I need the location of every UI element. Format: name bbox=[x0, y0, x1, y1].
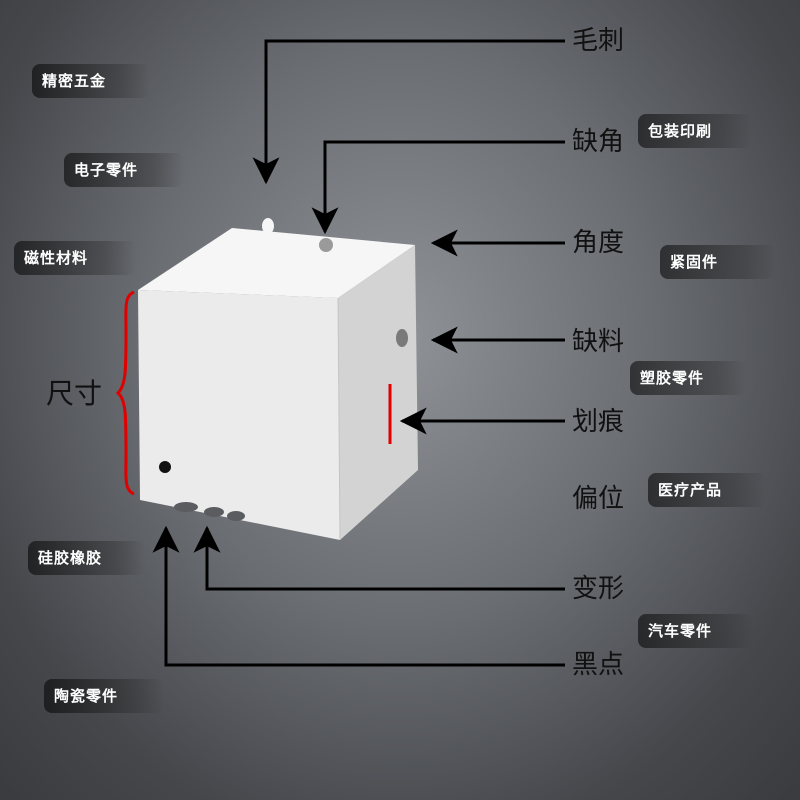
defect-label-angle: 角度 bbox=[572, 228, 625, 258]
cube-top-face bbox=[138, 228, 415, 298]
tag-medical-products: 医疗产品 bbox=[648, 473, 766, 507]
missing-material-hole bbox=[396, 329, 408, 347]
tag-silicone-rubber: 硅胶橡胶 bbox=[28, 541, 146, 575]
deformation-bump bbox=[204, 507, 224, 517]
tag-plastic-parts: 塑胶零件 bbox=[630, 361, 746, 395]
tag-precision-hardware: 精密五金 bbox=[32, 64, 150, 98]
defect-label-notch: 缺角 bbox=[572, 127, 625, 157]
defect-label-offset: 偏位 bbox=[572, 484, 625, 514]
tag-electronic-parts: 电子零件 bbox=[64, 153, 184, 187]
tag-ceramic-parts: 陶瓷零件 bbox=[44, 679, 164, 713]
tag-magnetic-materials: 磁性材料 bbox=[14, 241, 136, 275]
black-spot-callout-line bbox=[152, 525, 565, 667]
tag-fasteners: 紧固件 bbox=[660, 245, 776, 279]
defect-label-scratch: 划痕 bbox=[572, 407, 625, 437]
deformation-callout-line bbox=[193, 525, 565, 591]
burr-callout-line bbox=[252, 39, 565, 185]
burr-bump bbox=[262, 218, 274, 234]
dimension-label: 尺寸 bbox=[46, 377, 103, 410]
cube-side-face bbox=[338, 245, 418, 540]
notch-mark bbox=[319, 238, 333, 252]
dimension-bracket bbox=[115, 290, 135, 496]
deformation-bump bbox=[174, 502, 198, 512]
tag-packaging-printing: 包装印刷 bbox=[638, 114, 752, 148]
defect-label-burr: 毛刺 bbox=[572, 26, 625, 56]
tag-auto-parts: 汽车零件 bbox=[638, 614, 754, 648]
cube bbox=[138, 218, 418, 541]
notch-callout-line bbox=[311, 140, 565, 235]
defect-label-deformation: 变形 bbox=[572, 574, 625, 604]
cube-front-face bbox=[138, 290, 340, 540]
deformation-bump bbox=[227, 511, 245, 521]
defect-label-black-spot: 黑点 bbox=[572, 650, 625, 680]
defect-label-missing-material: 缺料 bbox=[572, 327, 625, 357]
black-spot-mark bbox=[159, 461, 171, 473]
